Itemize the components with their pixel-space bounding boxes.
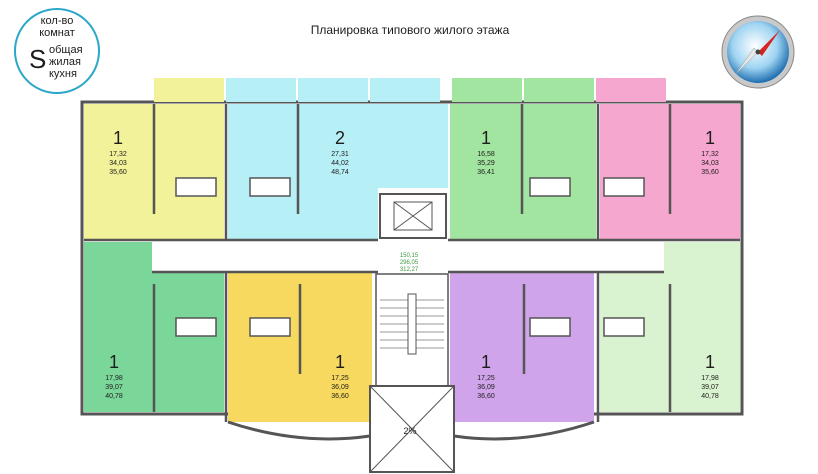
corridor-area-3: 312,27 [400,267,419,273]
apartment-kitchen-area: 17,98 [701,375,719,382]
apartment-living-area: 35,29 [477,160,495,167]
apartment-label-8: 1 17,98 39,07 40,78 [701,352,719,400]
apartment-kitchen-area: 27,31 [331,151,349,158]
apartment-kitchen-area: 17,25 [331,375,349,382]
apartment-total-area: 36,60 [331,393,349,400]
legend-rooms-label-1: кол-во [40,15,74,27]
apartment-kitchen-area: 17,98 [105,375,123,382]
stair-steps [380,299,444,349]
balcony-4 [370,78,440,102]
apartment-area-7 [450,272,594,422]
apartment-label-7: 1 17,25 36,09 36,60 [477,352,495,400]
balcony-6 [524,78,594,102]
bay-curve-right [453,420,595,441]
apartment-kitchen-area: 17,25 [477,375,495,382]
apartment-rooms: 1 [113,128,123,148]
apartment-kitchen-area: 17,32 [701,151,719,158]
legend-area-symbol: S [29,44,47,74]
apartment-rooms: 1 [705,128,715,148]
bathroom-blocks [175,177,645,337]
corridor-area-1: 150,15 [400,253,419,259]
apartment-area-2 [228,104,378,240]
apartment-rooms: 1 [705,352,715,372]
apartment-rooms: 1 [109,352,119,372]
apartment-living-area: 44,02 [331,160,349,167]
floor-plan: 2% 150,15 296,05 312,27 1 [80,78,744,473]
apartment-label-2: 2 27,31 44,02 48,74 [331,128,349,176]
apartment-label-5: 1 17,98 39,07 40,78 [105,352,123,400]
balcony-5 [452,78,522,102]
apartment-total-area: 40,78 [701,393,719,400]
apartment-total-area: 40,78 [105,393,123,400]
stair-landing-divider [407,293,417,355]
balcony-1 [154,78,224,102]
bay-curve-left [227,420,371,441]
apartment-living-area: 34,03 [109,160,127,167]
apartment-label-3: 1 16,58 35,29 36,41 [477,128,495,176]
page-title: Планировка типового жилого этажа [310,23,510,37]
apartment-total-area: 36,41 [477,169,495,176]
elevator-cross-b [393,201,433,231]
apartment-living-area: 36,09 [331,384,349,391]
legend-total-label: общая [49,44,83,56]
apartment-label-1: 1 17,32 34,03 35,60 [109,128,127,176]
partition-walls [84,104,740,422]
balcony-3 [298,78,368,102]
apartment-total-area: 48,74 [331,169,349,176]
legend-badge: кол-во комнат S общая жилая кухня [14,8,100,94]
balcony-7 [596,78,666,102]
apartment-rooms: 1 [481,352,491,372]
apartment-label-4: 1 17,32 34,03 35,60 [701,128,719,176]
compass-icon [721,15,795,89]
apartment-total-area: 35,60 [701,169,719,176]
balcony-2 [226,78,296,102]
apartment-total-area: 35,60 [109,169,127,176]
apartment-rooms: 1 [481,128,491,148]
ramp-slope-label: 2% [403,426,416,436]
ramp-diagonal-b [369,385,455,473]
apartment-living-area: 36,09 [477,384,495,391]
apartment-living-area: 39,07 [701,384,719,391]
apartment-total-area: 36,60 [477,393,495,400]
apartment-living-area: 39,07 [105,384,123,391]
apartment-kitchen-area: 17,32 [109,151,127,158]
corridor [152,242,664,272]
apartment-kitchen-area: 16,58 [477,151,495,158]
apartment-living-area: 34,03 [701,160,719,167]
corridor-area-2: 296,05 [400,260,419,266]
apartment-rooms: 1 [335,352,345,372]
apartment-area-2b [378,104,448,188]
legend-kitchen-label: кухня [49,68,77,80]
apartment-label-6: 1 17,25 36,09 36,60 [331,352,349,400]
legend-rooms-label-2: комнат [39,27,75,39]
apartment-rooms: 2 [335,128,345,148]
legend-living-label: жилая [49,56,81,68]
elevator-cabin [393,201,433,231]
apartment-area-8a [664,242,740,412]
